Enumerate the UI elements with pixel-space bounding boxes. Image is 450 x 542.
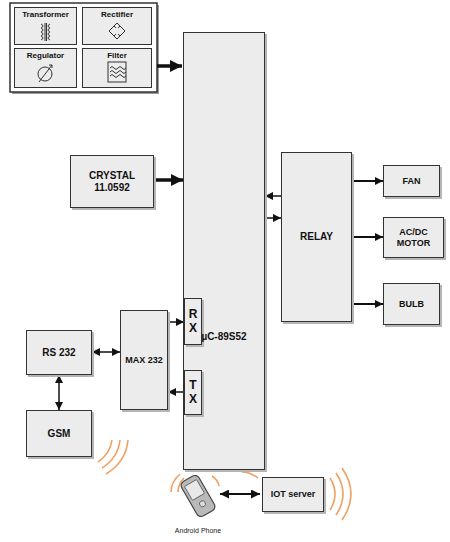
- power-supply-frame: [10, 3, 157, 92]
- node-label: MAX 232: [123, 355, 165, 365]
- load-box: FAN: [383, 165, 440, 197]
- device-caption: Android Phone: [160, 527, 236, 534]
- phone-link: [220, 493, 260, 495]
- node-label: Filter: [105, 51, 129, 60]
- signal-arrow: [168, 321, 184, 323]
- gsm-box: GSM: [26, 410, 92, 457]
- frame-shadow: [12, 5, 159, 94]
- power-stage-box: Regulator: [14, 48, 77, 88]
- power-arrow: [157, 64, 182, 68]
- load-box: BULB: [383, 283, 440, 325]
- signal-arrow: [92, 351, 120, 353]
- pin-box: T X: [184, 370, 202, 415]
- node-label: Transformer: [20, 10, 71, 19]
- node-label: R X: [187, 308, 199, 334]
- wireless-signal: [98, 440, 128, 474]
- power-stage-box: Rectifier: [82, 7, 152, 45]
- interface-box: MAX 232: [120, 310, 168, 410]
- relay-box: RELAY: [281, 152, 352, 322]
- interface-box: RS 232: [26, 330, 92, 375]
- node-label: µC-89S52: [199, 331, 248, 343]
- power-stage-box: Filter: [82, 48, 152, 88]
- power-box-fills: [14, 7, 152, 88]
- node-label: Regulator: [25, 51, 66, 60]
- crystal-box: CRYSTAL 11.0592: [70, 155, 154, 208]
- filter-symbol: [108, 62, 126, 82]
- signal-arrow: [352, 303, 383, 305]
- node-label: Rectifier: [99, 10, 135, 19]
- node-label: AC/DC MOTOR: [384, 227, 443, 248]
- signal-arrow: [265, 195, 281, 197]
- microcontroller-box: µC-89S52R X T X: [183, 32, 265, 470]
- node-label: IOT server: [269, 489, 318, 499]
- load-box: AC/DC MOTOR: [383, 217, 444, 258]
- rectifier-symbol: [109, 23, 125, 39]
- pin-box: R X: [184, 298, 202, 345]
- node-label: FAN: [401, 176, 423, 186]
- node-label: RELAY: [298, 231, 335, 243]
- signal-arrow: [352, 180, 383, 182]
- android-phone: [179, 474, 216, 519]
- node-label: GSM: [46, 428, 73, 440]
- node-label: T X: [187, 379, 199, 405]
- regulator-symbol: [38, 65, 52, 82]
- node-label: CRYSTAL 11.0592: [71, 170, 153, 193]
- signal-arrow: [58, 375, 60, 410]
- node-label: BULB: [397, 299, 426, 309]
- transformer-symbol: [41, 23, 50, 41]
- signal-arrow: [154, 178, 183, 182]
- server-box: IOT server: [262, 477, 324, 512]
- signal-arrow: [265, 217, 281, 219]
- power-stage-box: Transformer: [14, 7, 77, 45]
- signal-arrow: [168, 391, 184, 393]
- signal-arrow: [352, 236, 383, 238]
- node-label: RS 232: [40, 347, 77, 359]
